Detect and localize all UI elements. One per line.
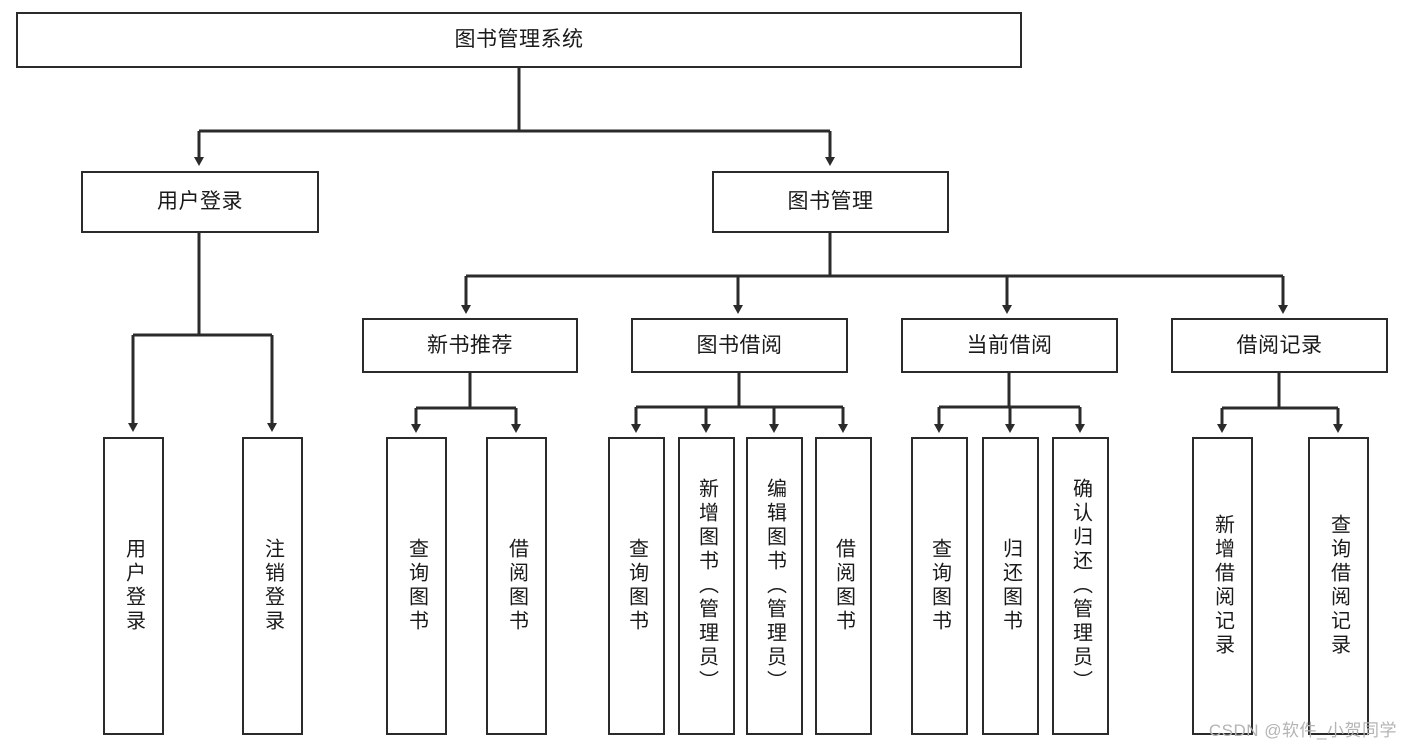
- node-current-borrow[interactable]: 当前借阅: [901, 318, 1118, 373]
- node-leaf-add-borrow-record[interactable]: 新增借阅记录: [1192, 437, 1253, 735]
- node-leaf-borrow-book-1[interactable]: 借阅图书: [486, 437, 547, 735]
- edges: [128, 68, 1343, 433]
- node-leaf-borrow-book-2[interactable]: 借阅图书: [815, 437, 872, 735]
- node-leaf-query-book-3[interactable]: 查询图书: [911, 437, 968, 735]
- node-leaf-query-borrow-record-label: 查询借阅记录: [1327, 514, 1350, 658]
- node-leaf-confirm-return-admin[interactable]: 确认归还（管理员）: [1052, 437, 1109, 735]
- node-leaf-edit-book-admin-label: 编辑图书（管理员）: [763, 478, 786, 694]
- node-leaf-query-borrow-record[interactable]: 查询借阅记录: [1308, 437, 1369, 735]
- node-leaf-query-book-1[interactable]: 查询图书: [386, 437, 447, 735]
- node-leaf-return-book-label: 归还图书: [999, 538, 1022, 634]
- node-book-borrow-label: 图书借阅: [696, 333, 783, 357]
- node-leaf-add-book-admin[interactable]: 新增图书（管理员）: [678, 437, 735, 735]
- node-user-login[interactable]: 用户登录: [81, 171, 319, 233]
- node-book-management-label: 图书管理: [787, 190, 874, 214]
- node-leaf-user-login-label: 用户登录: [122, 538, 145, 634]
- node-leaf-confirm-return-admin-label: 确认归还（管理员）: [1069, 478, 1092, 694]
- node-new-book-recommend[interactable]: 新书推荐: [362, 318, 578, 373]
- node-leaf-add-book-admin-label: 新增图书（管理员）: [695, 478, 718, 694]
- node-leaf-query-book-2[interactable]: 查询图书: [608, 437, 665, 735]
- node-leaf-borrow-book-1-label: 借阅图书: [505, 538, 528, 634]
- csdn-watermark: CSDN @软件_小贺同学: [1208, 721, 1397, 740]
- node-leaf-add-borrow-record-label: 新增借阅记录: [1211, 514, 1234, 658]
- node-leaf-logout-login-label: 注销登录: [261, 538, 284, 634]
- node-borrow-records[interactable]: 借阅记录: [1171, 318, 1388, 373]
- node-leaf-query-book-3-label: 查询图书: [928, 538, 951, 634]
- node-leaf-return-book[interactable]: 归还图书: [982, 437, 1039, 735]
- node-leaf-borrow-book-2-label: 借阅图书: [832, 538, 855, 634]
- node-book-borrow[interactable]: 图书借阅: [631, 318, 848, 373]
- node-leaf-edit-book-admin[interactable]: 编辑图书（管理员）: [746, 437, 803, 735]
- node-leaf-query-book-2-label: 查询图书: [625, 538, 648, 634]
- node-root[interactable]: 图书管理系统: [16, 12, 1022, 68]
- node-root-label: 图书管理系统: [454, 28, 584, 52]
- node-user-login-label: 用户登录: [157, 190, 243, 214]
- node-leaf-query-book-1-label: 查询图书: [405, 538, 428, 634]
- node-leaf-user-login[interactable]: 用户登录: [103, 437, 164, 735]
- node-new-book-recommend-label: 新书推荐: [427, 333, 513, 357]
- node-leaf-logout-login[interactable]: 注销登录: [242, 437, 303, 735]
- node-book-management[interactable]: 图书管理: [712, 171, 949, 233]
- node-borrow-records-label: 借阅记录: [1236, 333, 1323, 357]
- node-current-borrow-label: 当前借阅: [966, 333, 1053, 357]
